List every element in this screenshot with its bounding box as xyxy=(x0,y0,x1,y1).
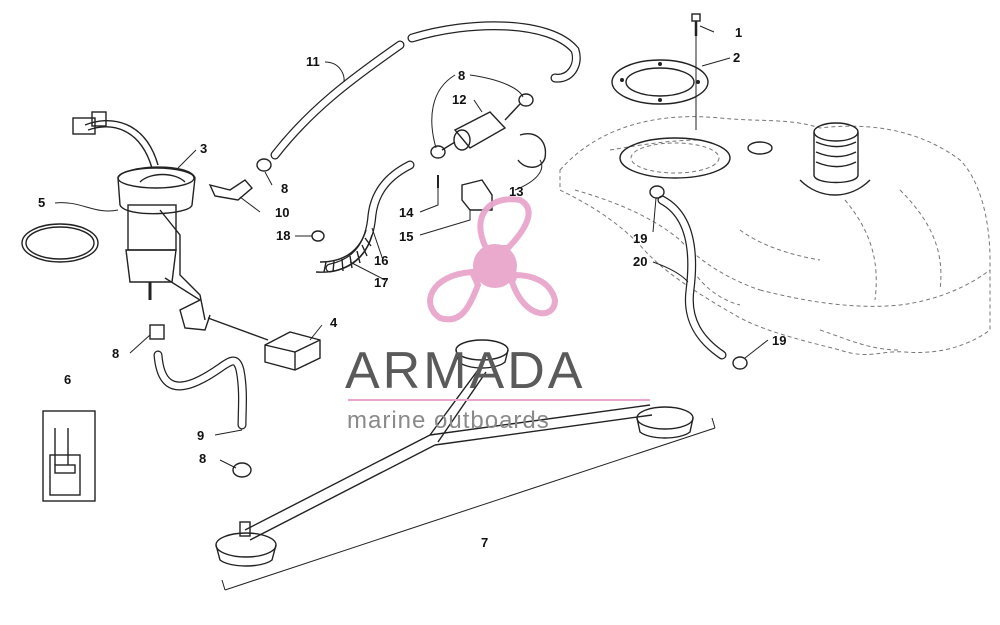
callout-6: 6 xyxy=(64,372,71,387)
level-sender-box xyxy=(42,410,96,502)
fuel-filter xyxy=(441,103,521,151)
callout-19a: 19 xyxy=(633,231,647,246)
spring-clip xyxy=(517,133,547,168)
screw xyxy=(691,13,701,130)
callout-4: 4 xyxy=(330,315,338,330)
callout-9: 9 xyxy=(197,428,204,443)
o-ring xyxy=(21,223,99,263)
callout-3: 3 xyxy=(200,141,207,156)
watermark-brand: ARMADA xyxy=(345,342,585,400)
armada-logo xyxy=(427,196,559,323)
callout-2: 2 xyxy=(733,50,740,65)
watermark-tagline: marine outboards xyxy=(347,407,550,434)
callout-16: 16 xyxy=(374,253,388,268)
callout-19b: 19 xyxy=(772,333,786,348)
callout-5: 5 xyxy=(38,195,45,210)
callout-15: 15 xyxy=(399,229,413,244)
callout-18: 18 xyxy=(276,228,290,243)
callout-labels: 1 2 3 4 5 6 7 8 8 8 8 9 10 11 12 13 14 1… xyxy=(38,25,786,550)
callout-8a: 8 xyxy=(458,68,465,83)
leader-lines xyxy=(54,25,769,469)
elbow-fitting xyxy=(208,179,253,201)
callout-11: 11 xyxy=(306,54,320,69)
ring-nut xyxy=(611,59,709,105)
callout-7: 7 xyxy=(481,535,488,550)
callout-20: 20 xyxy=(633,254,647,269)
callout-13: 13 xyxy=(509,184,523,199)
callout-10: 10 xyxy=(275,205,289,220)
callout-14: 14 xyxy=(399,205,414,220)
connector xyxy=(264,331,321,371)
clamp xyxy=(149,93,534,478)
callout-8c: 8 xyxy=(112,346,119,361)
transfer-lines xyxy=(215,339,716,591)
fuel-tank xyxy=(559,116,991,356)
fuel-pump xyxy=(72,111,269,341)
callout-1: 1 xyxy=(735,25,742,40)
hose-20 xyxy=(649,185,748,370)
callout-8d: 8 xyxy=(199,451,206,466)
bracket xyxy=(437,175,493,211)
callout-8b: 8 xyxy=(281,181,288,196)
corrugated-sleeve-17 xyxy=(315,229,373,273)
callout-12: 12 xyxy=(452,92,466,107)
hose-18 xyxy=(311,230,325,242)
hose-16 xyxy=(325,160,415,273)
hose-9 xyxy=(153,350,247,430)
callout-17: 17 xyxy=(374,275,388,290)
hose-11 xyxy=(270,21,581,160)
